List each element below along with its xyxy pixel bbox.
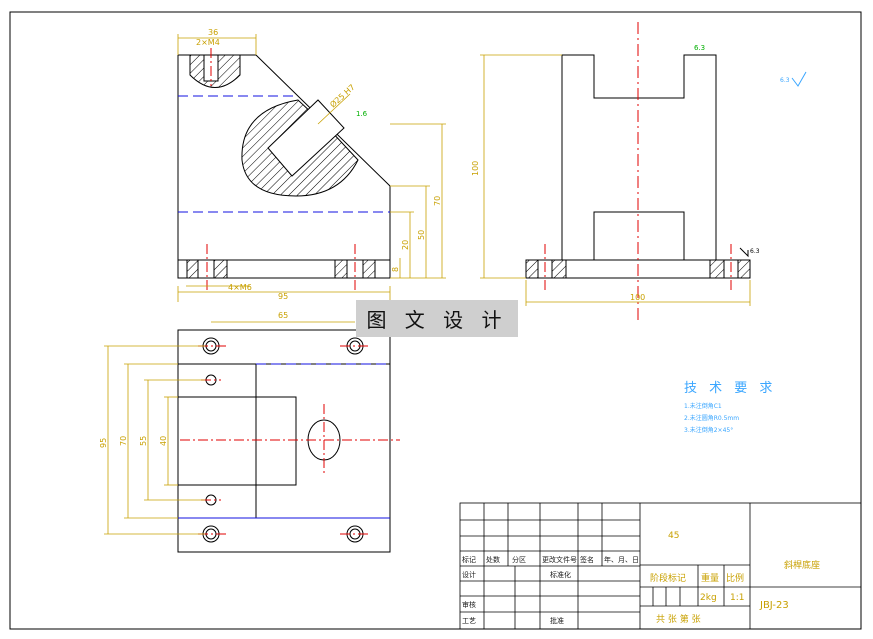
tech-requirement-item: 2.未注圆角R0.5mm (684, 414, 739, 422)
dim-plan-65: 65 (278, 311, 288, 320)
material: 45 (668, 531, 679, 541)
approve-label: 批准 (550, 616, 564, 625)
plan-view-slot (177, 396, 297, 486)
drawing-number: JBJ-23 (759, 600, 789, 611)
plan-view (177, 329, 391, 553)
front-view-base (177, 259, 391, 279)
watermark-banner: 图 文 设 计 (356, 300, 518, 337)
weight-value: 2kg (700, 593, 717, 603)
sheet-border (9, 11, 862, 630)
scale-value: 1:1 (730, 593, 744, 603)
dim-h50: 50 (417, 230, 426, 240)
bore-finish-mark: 1.6 (356, 110, 368, 118)
side-finish-top: 6.3 (694, 44, 705, 52)
dim-side-width: 100 (630, 293, 645, 302)
rev-header: 年、月、日 (604, 555, 639, 564)
standard-label: 标准化 (550, 570, 571, 579)
front-view-outline (177, 54, 391, 261)
scale-label: 比例 (726, 572, 744, 584)
title-block (459, 502, 862, 630)
dim-plan-40: 40 (159, 436, 168, 446)
plan-center-lines (180, 345, 400, 535)
dim-h20: 20 (401, 240, 410, 250)
part-name: 斜桿底座 (784, 559, 820, 571)
dim-plan-70: 70 (119, 436, 128, 446)
rev-header: 更改文件号 (542, 555, 577, 564)
tech-requirements-title: 技 术 要 求 (684, 381, 776, 396)
dim-h8: 8 (391, 267, 400, 272)
dim-top-thread: 2×M4 (196, 38, 220, 47)
base-holes (186, 259, 376, 279)
side-view-dimensions (480, 54, 751, 306)
tech-requirement-item: 1.未注倒角C1 (684, 402, 722, 410)
rev-header: 分区 (512, 555, 526, 564)
side-view (525, 22, 751, 320)
process-label: 工艺 (462, 617, 476, 625)
surface-roughness-value: 6.3 (780, 77, 790, 84)
bottom-face-mark: 6.3 (750, 248, 760, 255)
plan-view-outline (177, 329, 391, 553)
weight-label: 重量 (701, 572, 719, 584)
dim-overall-width: 95 (278, 292, 288, 301)
dim-h70: 70 (433, 196, 442, 206)
side-view-outline (561, 54, 717, 261)
surface-roughness-symbol (791, 71, 807, 87)
rev-header: 签名 (580, 555, 594, 564)
dim-top-width: 36 (208, 28, 218, 37)
designer-label: 设计 (462, 570, 476, 579)
plan-view-dimensions (104, 321, 355, 535)
front-view (177, 48, 391, 290)
dim-side-height: 100 (471, 161, 480, 176)
tech-requirement-item: 3.未注倒角2×45° (684, 426, 733, 434)
front-view-dimensions (177, 34, 446, 302)
datum-mark (739, 247, 749, 258)
checker-label: 审核 (462, 600, 476, 609)
sheet-count: 共 张 第 张 (656, 613, 701, 625)
dim-bore: Ø25 H7 (328, 82, 357, 110)
stage-label: 阶段标记 (650, 572, 686, 584)
dim-plan-55: 55 (139, 436, 148, 446)
dim-plan-95: 95 (99, 438, 108, 448)
rev-header: 标记 (462, 555, 476, 564)
dim-bottom-thread: 4×M6 (228, 283, 252, 292)
rev-header: 处数 (486, 555, 500, 564)
